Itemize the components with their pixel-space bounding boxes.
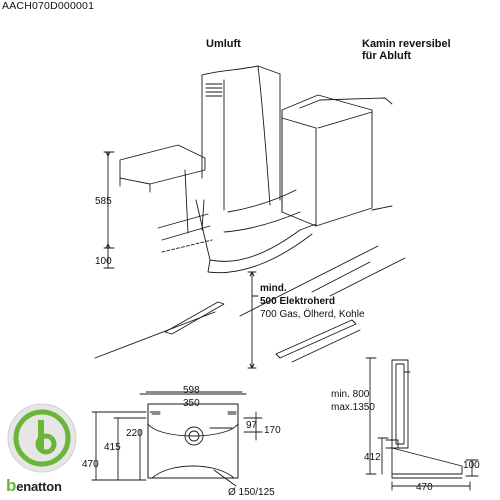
dim-415: 415 — [104, 442, 121, 453]
dimension-585-100 — [103, 151, 115, 269]
benatton-logo — [2, 398, 88, 498]
dim-100-left: 100 — [95, 256, 112, 267]
document-code: AACH070D000001 — [2, 0, 95, 12]
hob-left — [164, 301, 225, 335]
dim-470-front: 470 — [82, 459, 99, 470]
dim-min-800: min. 800 — [331, 389, 370, 400]
hob-right — [275, 319, 357, 359]
heading-umluft: Umluft — [206, 38, 241, 50]
left-wall-cabinet — [119, 144, 213, 253]
logo-rest: enatton — [16, 479, 62, 494]
logo-b: b — [6, 476, 17, 495]
dim-100-right: 100 — [463, 460, 480, 471]
chimney — [201, 65, 281, 211]
dim-585: 585 — [95, 196, 112, 207]
heading-kamin-line2: für Abluft — [362, 50, 412, 62]
wall-base-right — [239, 245, 379, 317]
heading-kamin-line1: Kamin reversibel — [362, 38, 451, 50]
dim-220: 220 — [126, 428, 143, 439]
dim-max-1350: max.1350 — [331, 402, 375, 413]
dim-412: 412 — [364, 452, 381, 463]
dim-598: 598 — [183, 385, 200, 396]
wall-base-left — [94, 311, 216, 359]
dim-diameter: Ø 150/125 — [228, 487, 275, 498]
front-view — [91, 391, 263, 487]
note-gas: 700 Gas, Ölherd, Kohle — [260, 309, 365, 320]
dimension-clearance — [247, 271, 259, 369]
benatton-logo-mark — [7, 403, 77, 473]
benatton-logo-text: benatton — [6, 476, 62, 496]
note-mind: mind. — [260, 283, 287, 294]
hood-canopy — [195, 189, 317, 274]
right-wall-cabinet — [281, 94, 393, 227]
profile-view — [365, 357, 479, 491]
dim-97: 97 — [246, 420, 258, 431]
note-elektroherd: 500 Elektroherd — [260, 296, 336, 307]
dim-470-profile: 470 — [416, 482, 433, 493]
dim-170: 170 — [264, 425, 281, 436]
